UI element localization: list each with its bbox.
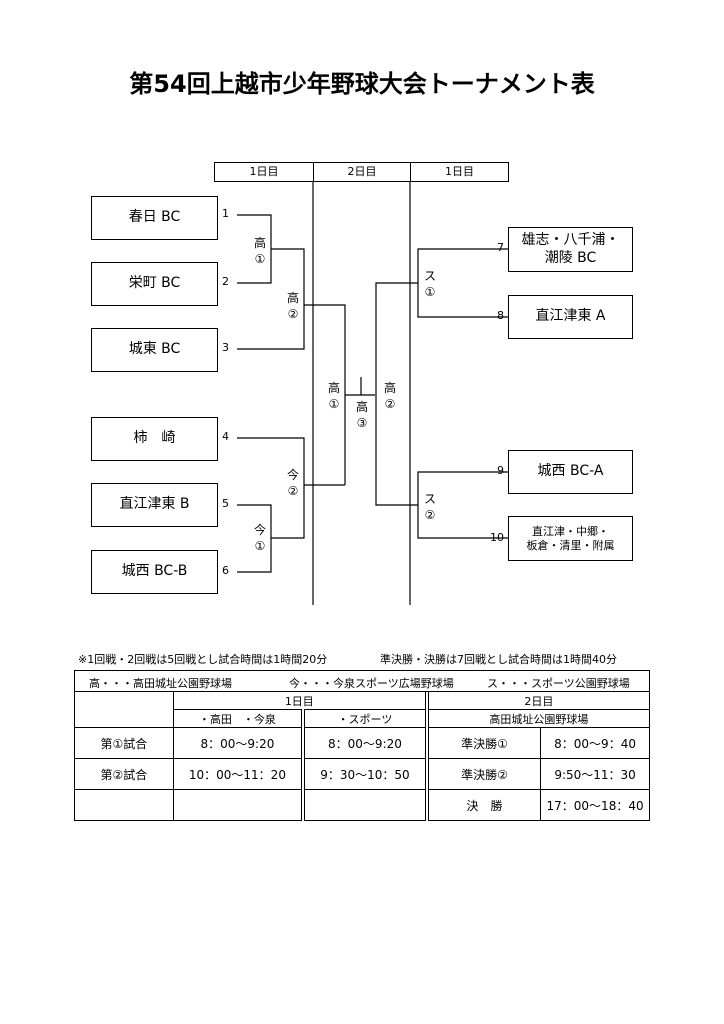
game-label: ス ②	[423, 492, 436, 522]
seed-number: 2	[222, 275, 229, 288]
team-box: 直江津東 A	[508, 295, 633, 339]
team-box: 直江津・中郷・ 板倉・清里・附属	[508, 516, 633, 561]
seed-number: 9	[497, 464, 504, 477]
schedule-cell: 8：00〜9：40	[540, 727, 650, 759]
venue-item: ス・・・スポーツ公園野球場	[487, 677, 630, 690]
schedule-cell: 準決勝①	[426, 727, 542, 759]
bracket-lines	[237, 182, 508, 605]
schedule-sub: 高田城址公園野球場	[426, 709, 650, 728]
seed-number: 4	[222, 430, 229, 443]
schedule-cell: 10：00〜11：20	[172, 758, 306, 790]
game-label: 高 ①	[253, 236, 266, 266]
schedule-sub: ・スポーツ	[302, 709, 429, 728]
seed-number: 6	[222, 564, 229, 577]
schedule-sub: ・高田 ・今泉	[172, 709, 306, 728]
schedule-row-label: 第①試合	[74, 727, 174, 759]
schedule-cell: 17：00〜18：40	[540, 789, 650, 821]
day-header-right: 1日目	[410, 162, 509, 182]
schedule-cell	[172, 789, 306, 821]
game-label: ス ①	[423, 269, 436, 299]
seed-number: 10	[490, 531, 504, 544]
venue-legend: 高・・・高田城址公園野球場 今・・・今泉スポーツ広場野球場 ス・・・スポーツ公園…	[74, 670, 650, 692]
game-label: 高 ②	[383, 381, 396, 411]
schedule-row-label	[74, 789, 174, 821]
seed-number: 1	[222, 207, 229, 220]
venue-item: 高・・・高田城址公園野球場	[89, 677, 232, 690]
team-box: 城東 BC	[91, 328, 218, 372]
seed-number: 8	[497, 309, 504, 322]
game-label: 今 ①	[253, 523, 266, 553]
schedule-cell: 8：00〜9:20	[302, 727, 429, 759]
team-box: 城西 BC-A	[508, 450, 633, 494]
schedule-table: 1日目 2日目 ・高田 ・今泉 ・スポーツ 高田城址公園野球場 第①試合 8：0…	[74, 691, 650, 821]
team-box: 雄志・八千浦・ 潮陵 BC	[508, 227, 633, 272]
schedule-cell: 9：30〜10：50	[302, 758, 429, 790]
team-box: 直江津東 B	[91, 483, 218, 527]
game-label: 今 ②	[286, 468, 299, 498]
schedule-cell: 決 勝	[426, 789, 542, 821]
team-box: 城西 BC-B	[91, 550, 218, 594]
schedule-cell: 準決勝②	[426, 758, 542, 790]
game-label: 高 ③	[355, 400, 368, 430]
seed-number: 7	[497, 241, 504, 254]
schedule-day2: 2日目	[426, 691, 650, 710]
schedule-corner	[74, 691, 174, 728]
venue-item: 今・・・今泉スポーツ広場野球場	[289, 677, 454, 690]
game-label: 高 ②	[286, 291, 299, 321]
note-right: 準決勝・決勝は7回戦とし試合時間は1時間40分	[380, 653, 617, 666]
schedule-day1: 1日目	[172, 691, 429, 710]
game-label: 高 ①	[327, 381, 340, 411]
schedule-row-label: 第②試合	[74, 758, 174, 790]
schedule-cell	[302, 789, 429, 821]
schedule-cell: 8：00〜9:20	[172, 727, 306, 759]
note-left: ※1回戦・2回戦は5回戦とし試合時間は1時間20分	[78, 653, 328, 666]
page-title: 第54回上越市少年野球大会トーナメント表	[129, 70, 595, 98]
team-box: 柿 崎	[91, 417, 218, 461]
seed-number: 5	[222, 497, 229, 510]
seed-number: 3	[222, 341, 229, 354]
team-box: 春日 BC	[91, 196, 218, 240]
schedule-cell: 9:50〜11：30	[540, 758, 650, 790]
team-box: 栄町 BC	[91, 262, 218, 306]
